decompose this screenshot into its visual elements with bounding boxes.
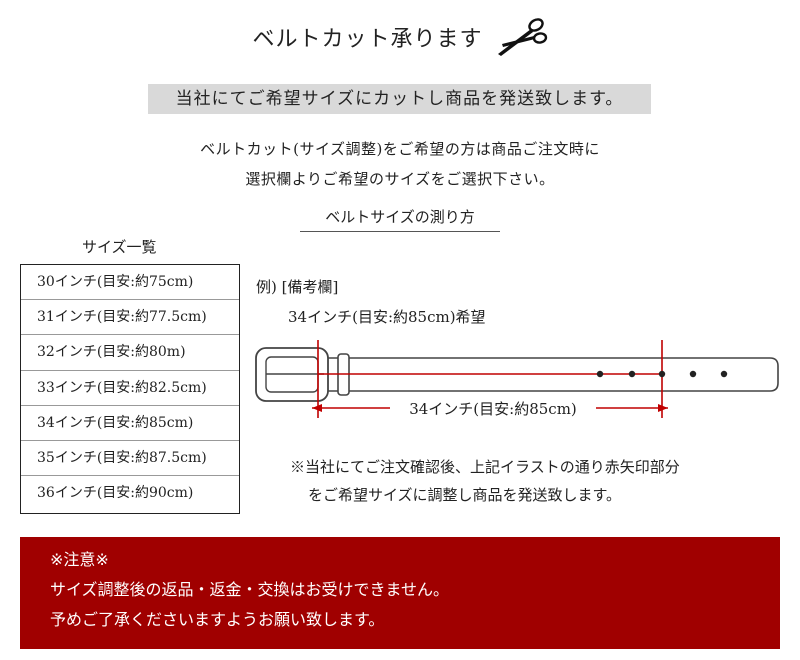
caution-line-2: 予めご了承くださいますようお願い致します。 xyxy=(50,610,385,629)
example-value: 34インチ(目安:約85cm)希望 xyxy=(288,308,486,326)
caution-box: ※注意※ サイズ調整後の返品・返金・交換はお受けできません。 予めご了承ください… xyxy=(20,537,780,649)
belt-hole xyxy=(658,370,666,378)
size-row-35: 35インチ(目安:約87.5cm) xyxy=(21,441,239,477)
size-row-33: 33インチ(目安:約82.5cm) xyxy=(21,371,239,406)
size-list-table: 30インチ(目安:約75cm) 31インチ(目安:約77.5cm) 32インチ(… xyxy=(20,264,240,514)
scissors-icon xyxy=(497,18,547,56)
size-row-31: 31インチ(目安:約77.5cm) xyxy=(21,300,239,336)
caution-title: ※注意※ xyxy=(50,550,109,569)
arrow-size-label: 34インチ(目安:約85cm) xyxy=(390,398,596,419)
page-title: ベルトカット承ります xyxy=(252,27,483,52)
arrow-head-left-icon xyxy=(312,404,322,412)
intro-text-line-2: 選択欄よりご希望のサイズをご選択下さい。 xyxy=(245,170,555,188)
note-line-2: をご希望サイズに調整し商品を発送致します。 xyxy=(308,486,622,504)
note-line-1: ※当社にてご注文確認後、上記イラストの通り赤矢印部分 xyxy=(290,458,680,476)
size-list-heading: サイズ一覧 xyxy=(82,238,157,256)
subtitle-band: 当社にてご希望サイズにカットし商品を発送致します。 xyxy=(148,84,651,114)
size-row-30: 30インチ(目安:約75cm) xyxy=(21,265,239,301)
measure-heading: ベルトサイズの測り方 xyxy=(300,206,500,232)
intro-text-line-1: ベルトカット(サイズ調整)をご希望の方は商品ご注文時に xyxy=(200,140,600,158)
belt-hole xyxy=(628,370,636,378)
belt-hole xyxy=(596,370,604,378)
size-row-32: 32インチ(目安:約80m) xyxy=(21,335,239,371)
belt-hole xyxy=(720,370,728,378)
size-row-36: 36インチ(目安:約90cm) xyxy=(37,485,194,502)
arrow-head-right-icon xyxy=(658,404,668,412)
size-row-34: 34インチ(目安:約85cm) xyxy=(21,406,239,441)
belt-diagram xyxy=(255,340,779,418)
belt-hole xyxy=(689,370,697,378)
title-row: ベルトカット承ります xyxy=(0,14,800,70)
caution-line-1: サイズ調整後の返品・返金・交換はお受けできません。 xyxy=(50,580,450,599)
example-label: 例) [備考欄] xyxy=(256,278,339,296)
